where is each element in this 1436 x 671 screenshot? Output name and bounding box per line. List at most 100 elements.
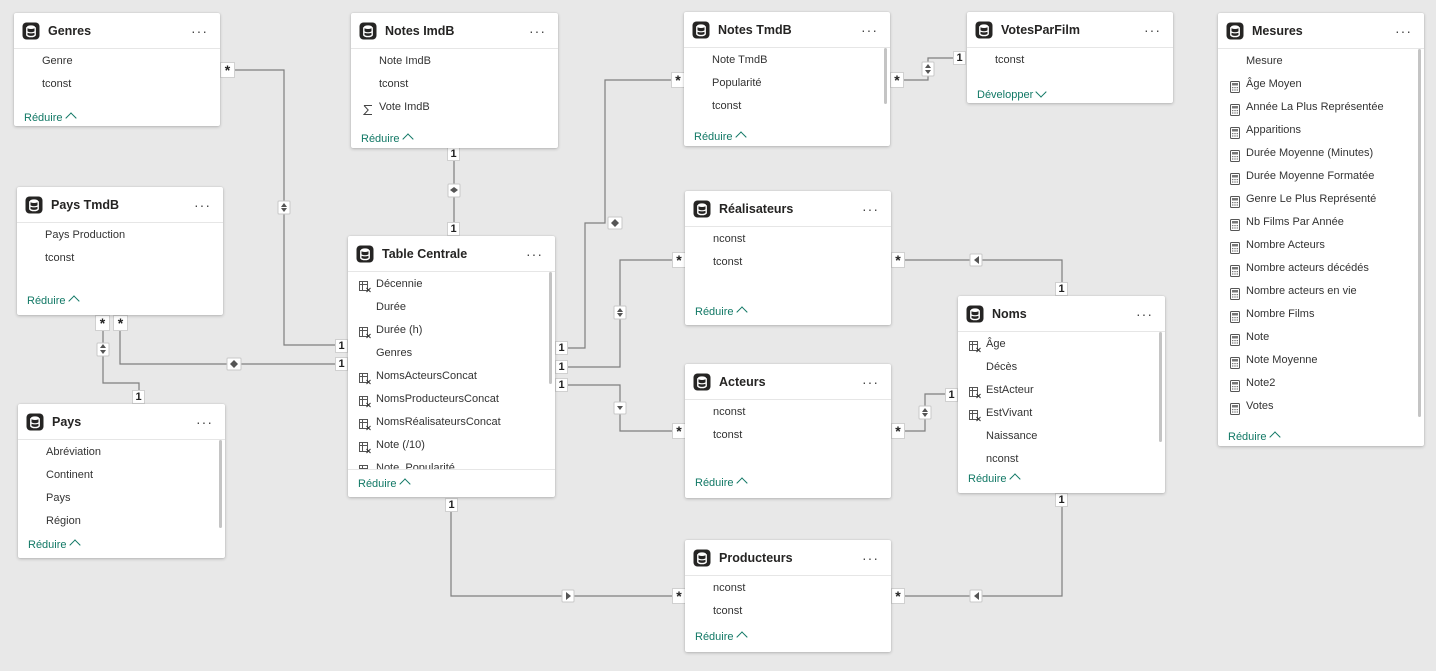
field-item-notes-imdb[interactable]: Vote ImdB xyxy=(351,96,558,119)
more-options-button[interactable]: ··· xyxy=(526,245,543,262)
table-header[interactable]: Notes TmdB··· xyxy=(684,12,890,48)
field-item-table-centrale[interactable]: Note (/10) xyxy=(348,434,555,457)
scrollbar-thumb[interactable] xyxy=(1418,49,1421,417)
field-item-notes-tmdb[interactable]: Note TmdB xyxy=(684,49,890,72)
collapse-button[interactable]: Réduire xyxy=(24,112,77,124)
table-header[interactable]: VotesParFilm··· xyxy=(967,12,1173,48)
field-item-genres[interactable]: tconst xyxy=(14,73,220,96)
field-item-mesures[interactable]: Âge Moyen xyxy=(1218,73,1424,96)
field-item-mesures[interactable]: Année La Plus Représentée xyxy=(1218,96,1424,119)
field-item-table-centrale[interactable]: Note_Popularité xyxy=(348,457,555,470)
field-item-mesures[interactable]: Votes xyxy=(1218,395,1424,418)
collapse-button[interactable]: Réduire xyxy=(695,631,748,643)
field-item-noms[interactable]: EstVivant xyxy=(958,402,1165,425)
field-item-mesures[interactable]: Durée Moyenne (Minutes) xyxy=(1218,142,1424,165)
field-item-table-centrale[interactable]: NomsRéalisateursConcat xyxy=(348,411,555,434)
field-item-pays-tmdb[interactable]: Pays Production xyxy=(17,224,223,247)
collapse-button[interactable]: Réduire xyxy=(358,478,411,490)
field-item-votes-par-film[interactable]: tconst xyxy=(967,49,1173,72)
field-item-table-centrale[interactable]: NomsProducteursConcat xyxy=(348,388,555,411)
table-header[interactable]: Noms··· xyxy=(958,296,1165,332)
collapse-button[interactable]: Réduire xyxy=(695,306,748,318)
field-item-mesures[interactable]: Genre Le Plus Représenté xyxy=(1218,188,1424,211)
collapse-button[interactable]: Réduire xyxy=(361,133,414,145)
field-item-pays[interactable]: Pays xyxy=(18,487,225,510)
table-header[interactable]: Pays TmdB··· xyxy=(17,187,223,223)
field-item-acteurs[interactable]: nconst xyxy=(685,401,891,424)
scrollbar-thumb[interactable] xyxy=(549,272,552,384)
collapse-button[interactable]: Réduire xyxy=(695,477,748,489)
field-item-table-centrale[interactable]: NomsActeursConcat xyxy=(348,365,555,388)
more-options-button[interactable]: ··· xyxy=(862,373,879,390)
field-item-mesures[interactable]: Nb Films Par Année xyxy=(1218,211,1424,234)
more-options-button[interactable]: ··· xyxy=(862,200,879,217)
scrollbar-thumb[interactable] xyxy=(1159,332,1162,442)
field-item-realisateurs[interactable]: nconst xyxy=(685,228,891,251)
field-item-mesures[interactable]: Nombre Acteurs xyxy=(1218,234,1424,257)
table-header[interactable]: Réalisateurs··· xyxy=(685,191,891,227)
field-item-noms[interactable]: Naissance xyxy=(958,425,1165,448)
field-item-noms[interactable]: Âge xyxy=(958,333,1165,356)
more-options-button[interactable]: ··· xyxy=(1136,305,1153,322)
field-item-noms[interactable]: Décès xyxy=(958,356,1165,379)
field-item-mesures[interactable]: Note2 xyxy=(1218,372,1424,395)
field-item-notes-tmdb[interactable]: tconst xyxy=(684,95,890,118)
more-options-button[interactable]: ··· xyxy=(861,21,878,38)
table-header[interactable]: Pays··· xyxy=(18,404,225,440)
field-item-notes-imdb[interactable]: tconst xyxy=(351,73,558,96)
collapse-button[interactable]: Réduire xyxy=(968,473,1021,485)
table-header[interactable]: Genres··· xyxy=(14,13,220,49)
field-item-pays[interactable]: Abréviation xyxy=(18,441,225,464)
collapse-button[interactable]: Réduire xyxy=(28,539,81,551)
more-options-button[interactable]: ··· xyxy=(194,196,211,213)
field-item-pays-tmdb[interactable]: tconst xyxy=(17,247,223,270)
field-item-mesures[interactable]: Note xyxy=(1218,326,1424,349)
more-options-button[interactable]: ··· xyxy=(196,413,213,430)
more-options-button[interactable]: ··· xyxy=(1144,21,1161,38)
expand-button[interactable]: Développer xyxy=(977,86,1047,101)
field-item-realisateurs[interactable]: tconst xyxy=(685,251,891,274)
more-options-button[interactable]: ··· xyxy=(529,22,546,39)
more-options-button[interactable]: ··· xyxy=(1395,22,1412,39)
field-item-mesures[interactable]: Apparitions xyxy=(1218,119,1424,142)
field-item-table-centrale[interactable]: Décennie xyxy=(348,273,555,296)
scrollbar-thumb[interactable] xyxy=(884,48,887,104)
collapse-button[interactable]: Réduire xyxy=(694,131,747,143)
table-header[interactable]: Table Centrale··· xyxy=(348,236,555,272)
field-item-table-centrale[interactable]: Durée xyxy=(348,296,555,319)
collapse-button[interactable]: Réduire xyxy=(1228,431,1281,443)
table-header[interactable]: Acteurs··· xyxy=(685,364,891,400)
field-item-notes-tmdb[interactable]: Popularité xyxy=(684,72,890,95)
field-item-notes-imdb[interactable]: Note ImdB xyxy=(351,50,558,73)
more-options-button[interactable]: ··· xyxy=(862,549,879,566)
field-item-producteurs[interactable]: tconst xyxy=(685,600,891,623)
field-item-mesures[interactable]: Nombre acteurs décédés xyxy=(1218,257,1424,280)
collapse-button[interactable]: Réduire xyxy=(27,295,80,307)
field-item-mesures[interactable]: Nombre acteurs en vie xyxy=(1218,280,1424,303)
field-item-genres[interactable]: Genre xyxy=(14,50,220,73)
field-item-table-centrale[interactable]: Durée (h) xyxy=(348,319,555,342)
field-item-acteurs[interactable]: tconst xyxy=(685,424,891,447)
field-item-mesures[interactable]: Mesure xyxy=(1218,50,1424,73)
field-item-table-centrale[interactable]: Genres xyxy=(348,342,555,365)
field-item-producteurs[interactable]: nconst xyxy=(685,577,891,600)
scrollbar-thumb[interactable] xyxy=(219,440,222,528)
table-header[interactable]: Producteurs··· xyxy=(685,540,891,576)
field-item-noms[interactable]: EstActeur xyxy=(958,379,1165,402)
field-item-mesures[interactable]: Durée Moyenne Formatée xyxy=(1218,165,1424,188)
field-item-pays[interactable]: Région xyxy=(18,510,225,533)
more-options-button[interactable]: ··· xyxy=(191,22,208,39)
field-item-mesures[interactable]: Nombre Films xyxy=(1218,303,1424,326)
